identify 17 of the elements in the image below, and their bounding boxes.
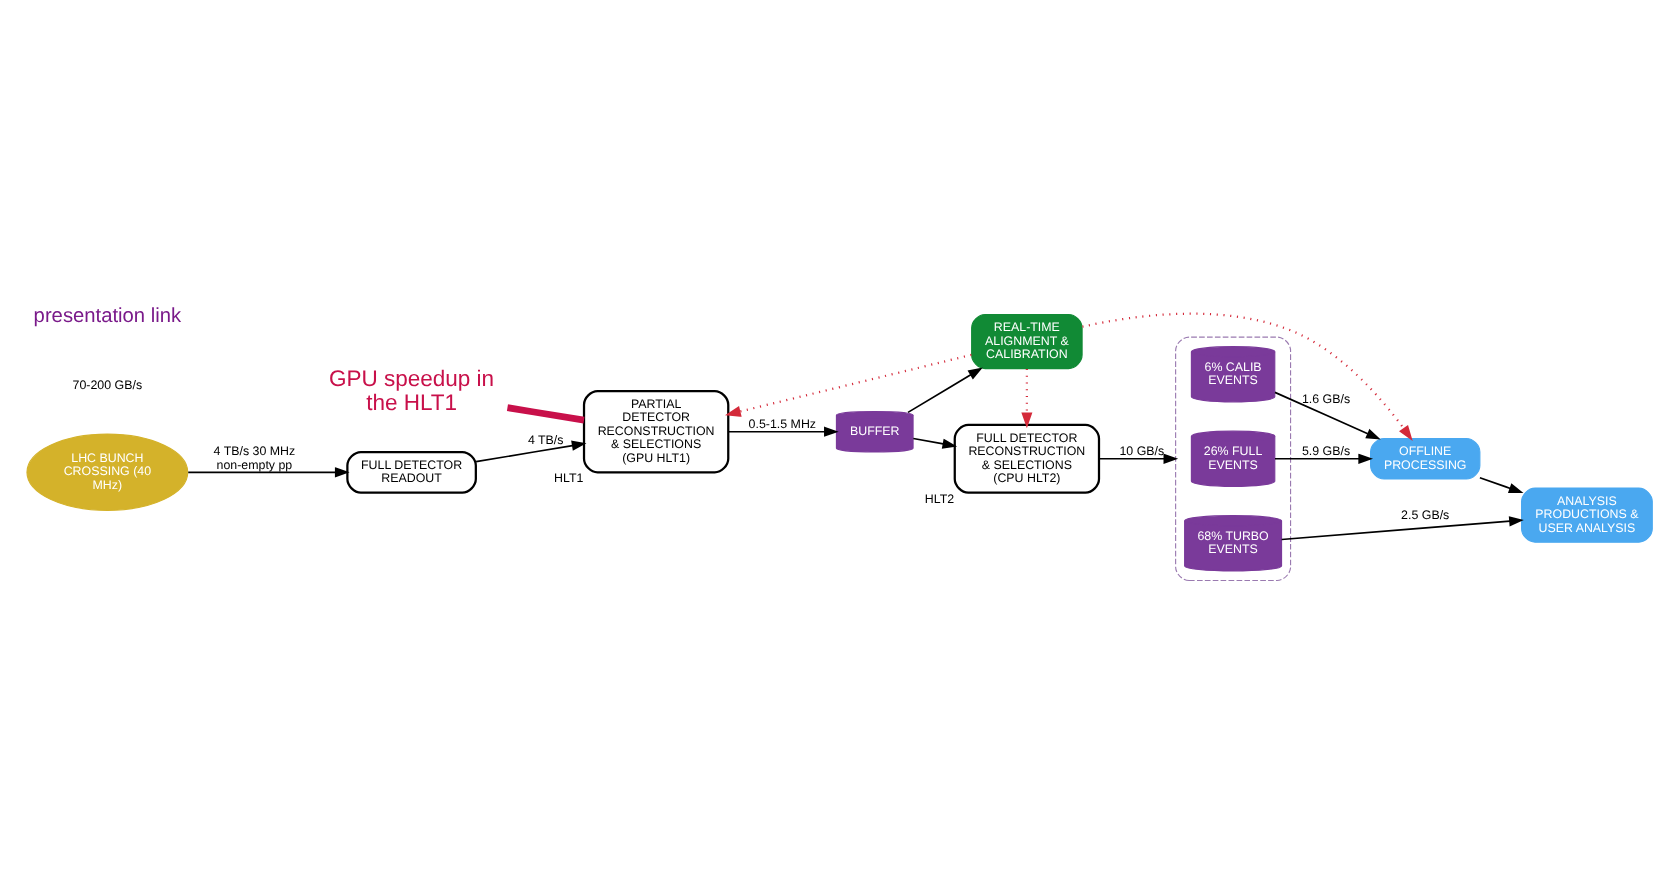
arrow: [475, 440, 587, 463]
arrow: [725, 353, 972, 417]
arrow: [1098, 453, 1179, 464]
arrow: [912, 437, 958, 449]
arrow: [1479, 476, 1524, 494]
arrow: [1274, 453, 1373, 464]
arrow: [1082, 312, 1413, 441]
arrow: [1021, 368, 1033, 429]
node-text: GPU speedup in the HLT1: [329, 367, 495, 417]
label: presentation link: [33, 305, 182, 328]
arrow: [727, 426, 839, 437]
cluster: [1175, 336, 1292, 582]
arrow: [1274, 391, 1381, 440]
arrow: [1280, 516, 1524, 541]
arrow: [187, 467, 350, 478]
connector: [506, 404, 585, 424]
arrow: [907, 367, 983, 414]
